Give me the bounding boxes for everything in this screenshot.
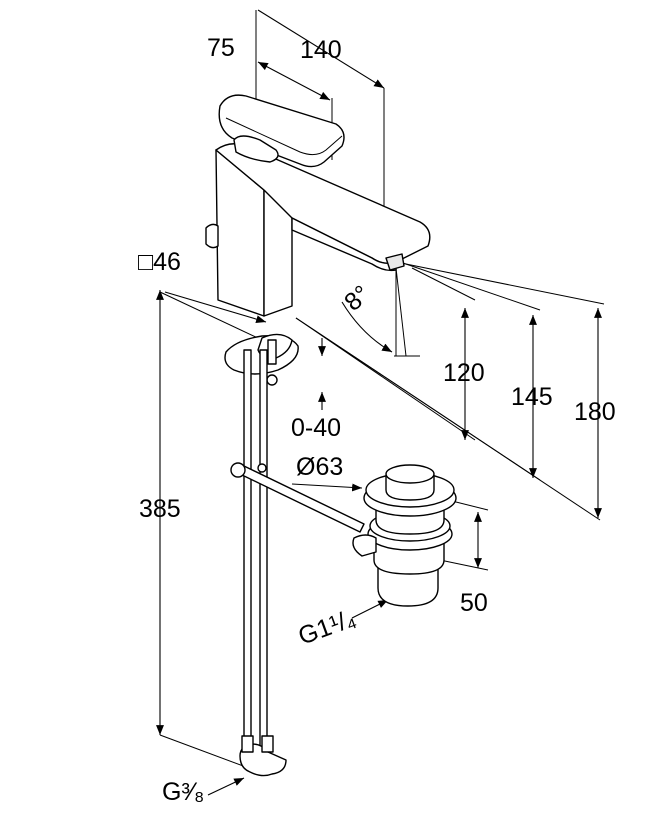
label-g38: G³⁄₈ xyxy=(162,778,204,806)
label-50: 50 xyxy=(460,589,488,617)
connector-nut-right xyxy=(261,735,274,753)
spout-lower xyxy=(291,217,397,272)
label-8deg: 8° xyxy=(339,280,375,317)
label-0-40: 0-40 xyxy=(291,414,341,442)
hose-right xyxy=(259,349,268,751)
waste-side-cup xyxy=(352,534,377,557)
waste-plug-top xyxy=(385,464,435,484)
back-flange xyxy=(205,223,219,249)
supply-hoses xyxy=(239,349,287,777)
lever-handle xyxy=(218,94,345,168)
handle-base xyxy=(233,135,279,163)
hose-left xyxy=(243,349,252,751)
pop-up-rod xyxy=(230,462,365,533)
connector-nut-left xyxy=(241,735,254,753)
label-120: 120 xyxy=(443,359,485,387)
label-63: Ø63 xyxy=(296,453,343,481)
screw-head xyxy=(266,374,278,386)
dim-g114-line xyxy=(351,599,389,619)
label-145: 145 xyxy=(511,383,553,411)
dim-63-line xyxy=(291,483,363,492)
label-140: 140 xyxy=(300,36,342,64)
label-46: □46 xyxy=(138,248,181,276)
dim-46-line xyxy=(164,291,267,323)
label-75: 75 xyxy=(207,34,235,62)
rod-knob xyxy=(230,462,246,478)
dimension-labels: 75 140 □46 8° 120 145 180 0-40 Ø63 385 5… xyxy=(138,34,616,806)
label-180: 180 xyxy=(574,398,616,426)
extension-lines xyxy=(159,10,605,774)
dim-140-line xyxy=(257,9,385,89)
faucet-body xyxy=(205,94,431,386)
mounting-screw xyxy=(267,339,277,365)
label-g114: G1¹/₄ xyxy=(295,604,360,650)
dim-75-line xyxy=(257,61,331,101)
dim-8deg-arc xyxy=(341,301,393,353)
dimension-lines xyxy=(156,9,602,796)
aerator xyxy=(385,253,405,271)
waste-valve xyxy=(352,464,457,607)
dim-g38-line xyxy=(207,777,245,796)
label-385: 385 xyxy=(139,495,181,523)
